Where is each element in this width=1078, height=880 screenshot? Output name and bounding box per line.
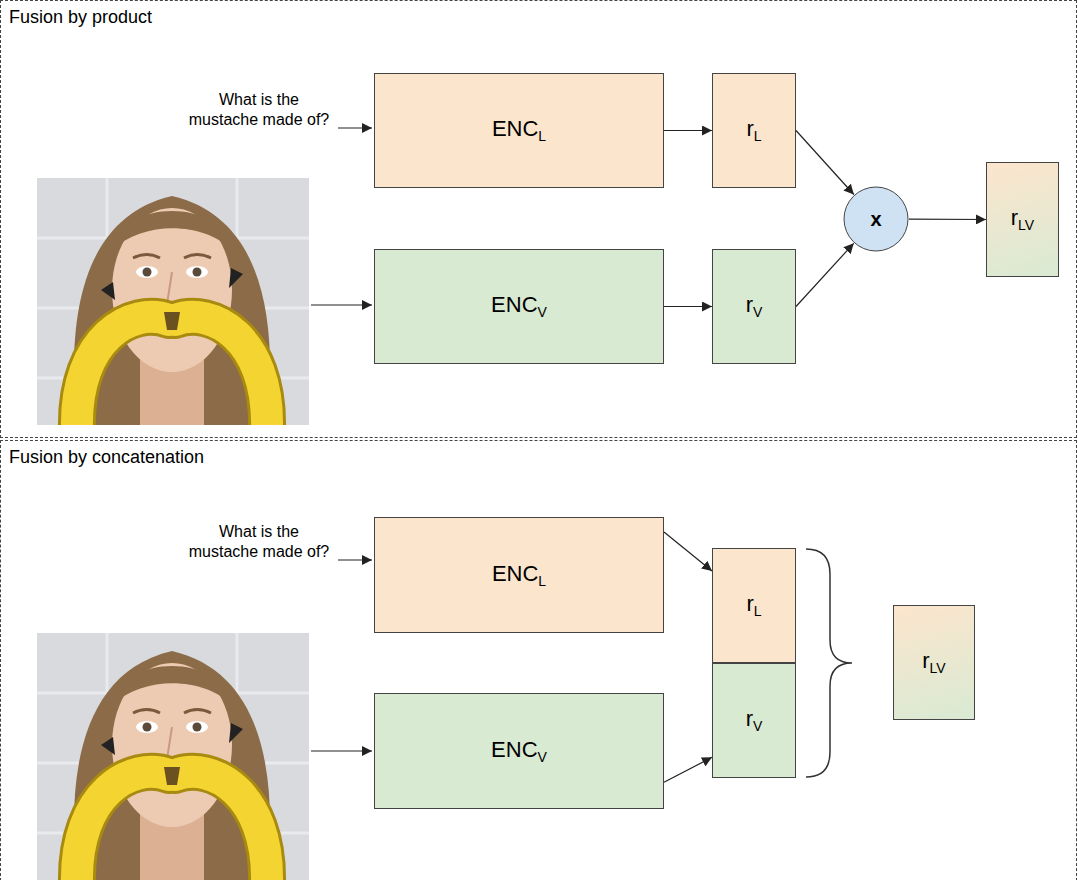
node-label: ENC <box>491 737 537 762</box>
label-group: ENCL <box>492 561 546 590</box>
input-question: What is the mustache made of? <box>186 90 332 130</box>
label-group: ENCV <box>491 737 547 766</box>
subscript: V <box>753 304 762 320</box>
input-question: What is the mustache made of? <box>186 522 332 562</box>
panel-title: Fusion by concatenation <box>9 447 204 468</box>
curly-brace <box>806 549 852 777</box>
node-label: r <box>746 706 753 731</box>
flow-arrow <box>664 130 712 131</box>
panel-title: Fusion by product <box>9 7 152 28</box>
label-group: rV <box>746 292 763 321</box>
language-encoder: ENCL <box>374 73 664 188</box>
subscript: L <box>538 128 546 144</box>
subscript: L <box>538 573 546 589</box>
language-representation: rL <box>712 548 796 663</box>
label-group: x <box>870 207 881 231</box>
flow-arrow <box>796 131 854 195</box>
label-group: rL <box>746 591 761 620</box>
flow-arrow <box>664 532 712 571</box>
input-arrow <box>311 304 372 305</box>
vision-representation: rV <box>712 249 796 364</box>
flow-arrow <box>796 243 854 306</box>
photo-illustration <box>37 633 309 880</box>
node-label: ENC <box>492 561 538 586</box>
node-label: r <box>746 591 753 616</box>
label-group: rLV <box>1011 205 1034 234</box>
fused-representation: rLV <box>893 605 975 720</box>
node-label: r <box>922 648 929 673</box>
vision-encoder: ENCV <box>374 249 664 364</box>
subscript: V <box>538 749 547 765</box>
label-group: rV <box>746 706 763 735</box>
label-group: rL <box>746 116 761 145</box>
product-operator: x <box>843 186 909 252</box>
node-label: x <box>870 208 881 230</box>
subscript: LV <box>930 660 946 676</box>
node-label: ENC <box>491 292 537 317</box>
input-arrow <box>338 559 372 560</box>
subscript: LV <box>1018 217 1034 233</box>
panel: ENCLrLENCVrVrLVFusion by concatenation <box>0 440 1077 880</box>
panel: ENCLrLENCVrVxrLVFusion by product <box>0 0 1077 438</box>
fused-representation: rLV <box>986 162 1059 277</box>
subscript: L <box>754 128 762 144</box>
input-arrow <box>311 750 372 751</box>
photo-illustration <box>37 178 309 428</box>
subscript: V <box>753 718 762 734</box>
node-label: r <box>1011 205 1018 230</box>
flow-arrow <box>909 219 986 221</box>
subscript: L <box>754 603 762 619</box>
label-group: ENCL <box>492 116 546 145</box>
circle-shape <box>844 187 908 251</box>
flow-arrow <box>664 306 712 307</box>
flow-arrow <box>664 757 712 782</box>
language-representation: rL <box>712 73 796 188</box>
vision-encoder: ENCV <box>374 693 664 809</box>
label-group: rLV <box>922 648 945 677</box>
node-label: ENC <box>492 116 538 141</box>
input-arrow <box>338 127 372 128</box>
subscript: V <box>538 304 547 320</box>
language-encoder: ENCL <box>374 517 664 633</box>
node-label: r <box>746 292 753 317</box>
node-label: r <box>746 116 753 141</box>
vision-representation: rV <box>712 663 796 778</box>
label-group: ENCV <box>491 292 547 321</box>
